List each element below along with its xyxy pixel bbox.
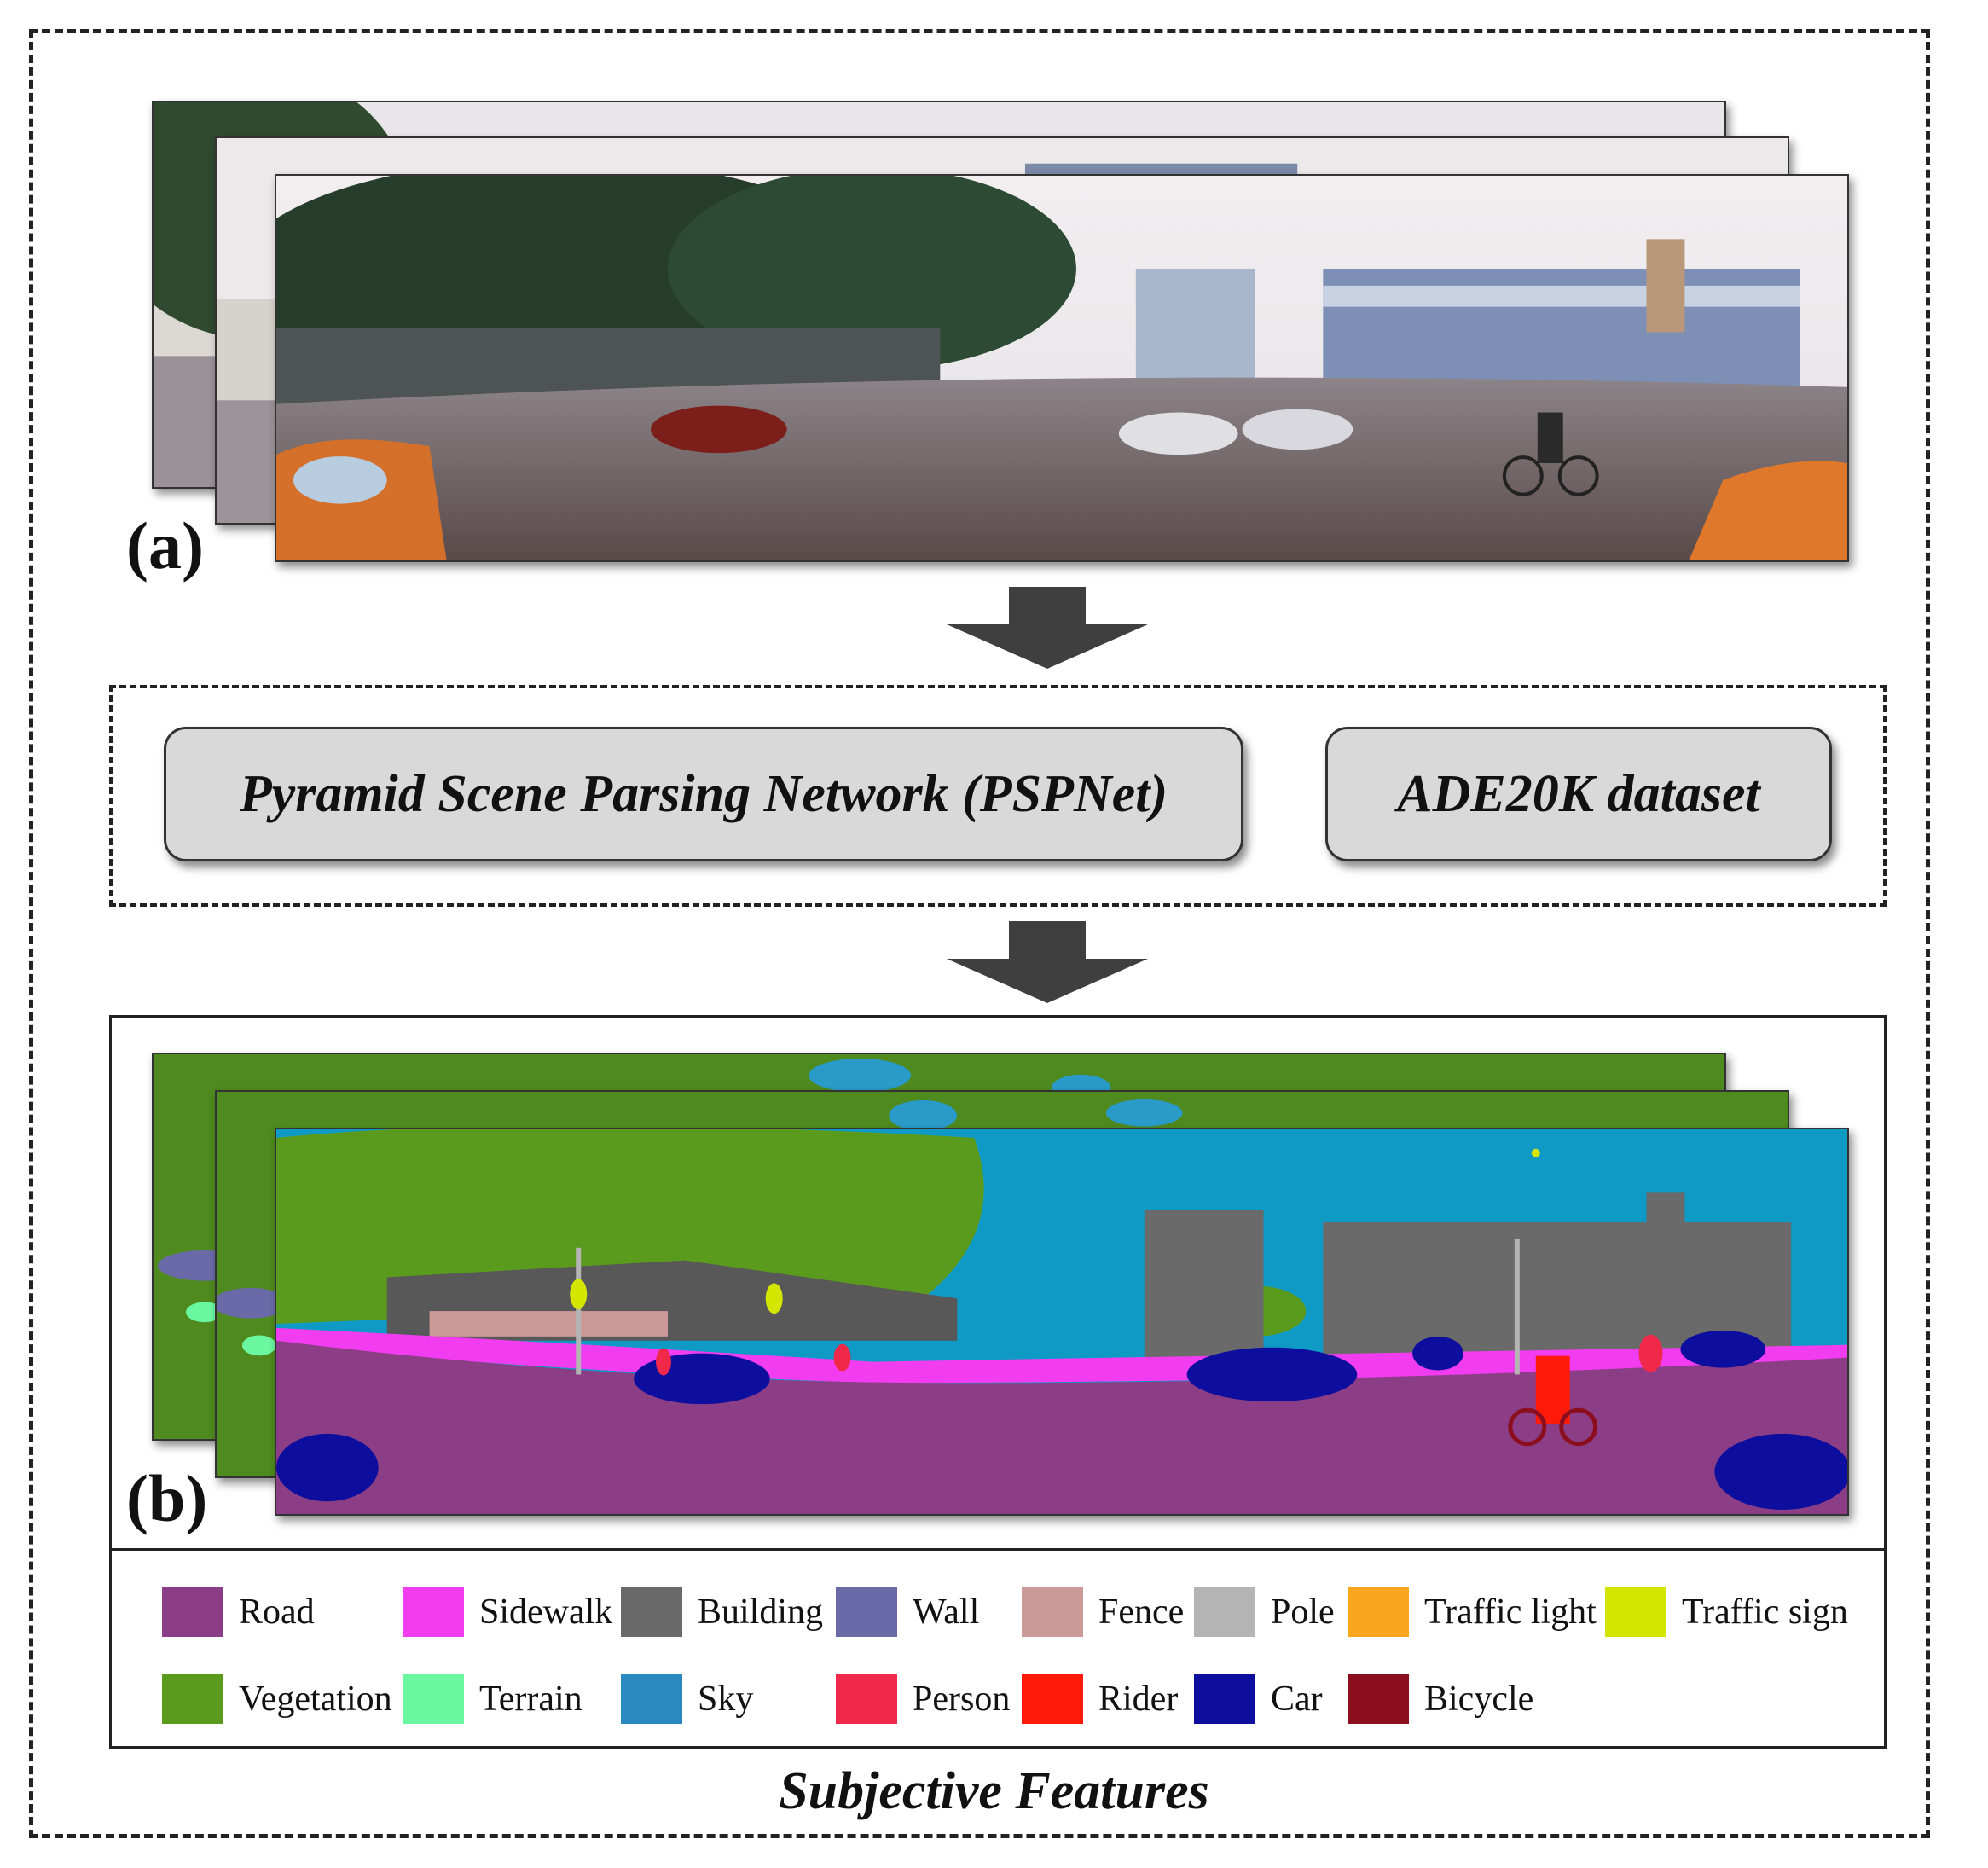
legend-swatch bbox=[621, 1587, 682, 1637]
legend-swatch bbox=[403, 1587, 464, 1637]
down-arrow-icon bbox=[947, 921, 1148, 1003]
legend-label: Terrain bbox=[479, 1679, 582, 1720]
legend-swatch bbox=[836, 1587, 897, 1637]
legend-swatch bbox=[1022, 1587, 1083, 1637]
legend-label: Fence bbox=[1098, 1592, 1184, 1633]
legend-label: Bicycle bbox=[1424, 1679, 1533, 1720]
pspnet-box: Pyramid Scene Parsing Network (PSPNet) bbox=[164, 727, 1243, 861]
legend-item-rider: Rider bbox=[1022, 1669, 1178, 1729]
legend-swatch bbox=[1605, 1587, 1666, 1637]
legend-label: Sidewalk bbox=[479, 1592, 612, 1633]
figure-title: Subjective Features bbox=[0, 1761, 1988, 1822]
legend-swatch bbox=[162, 1587, 223, 1637]
legend-item-traffic-light: Traffic light bbox=[1348, 1582, 1597, 1642]
legend-label: Pole bbox=[1271, 1592, 1335, 1633]
legend-item-sidewalk: Sidewalk bbox=[403, 1582, 612, 1642]
legend-item-person: Person bbox=[836, 1669, 1010, 1729]
legend: Road Sidewalk Building Wall Fence Pole T… bbox=[162, 1582, 1868, 1727]
legend-swatch bbox=[836, 1674, 897, 1724]
legend-item-sky: Sky bbox=[621, 1669, 753, 1729]
legend-swatch bbox=[1194, 1587, 1255, 1637]
legend-label: Traffic light bbox=[1424, 1592, 1597, 1633]
legend-label: Person bbox=[913, 1679, 1010, 1720]
legend-item-pole: Pole bbox=[1194, 1582, 1335, 1642]
legend-swatch bbox=[1348, 1674, 1409, 1724]
legend-item-car: Car bbox=[1194, 1669, 1323, 1729]
legend-swatch bbox=[621, 1674, 682, 1724]
ade20k-dataset-box: ADE20K dataset bbox=[1325, 727, 1832, 861]
legend-item-vegetation: Vegetation bbox=[162, 1669, 392, 1729]
legend-label: Traffic sign bbox=[1682, 1592, 1848, 1633]
legend-label: Rider bbox=[1098, 1679, 1178, 1720]
legend-swatch bbox=[162, 1674, 223, 1724]
legend-swatch bbox=[1022, 1674, 1083, 1724]
legend-label: Building bbox=[698, 1592, 823, 1633]
panel-a-label: (a) bbox=[126, 508, 204, 584]
legend-swatch bbox=[1348, 1587, 1409, 1637]
panorama-photo-front bbox=[275, 174, 1849, 562]
legend-swatch bbox=[1194, 1674, 1255, 1724]
legend-label: Car bbox=[1271, 1679, 1323, 1720]
legend-label: Road bbox=[239, 1592, 315, 1633]
legend-item-building: Building bbox=[621, 1582, 823, 1642]
legend-item-fence: Fence bbox=[1022, 1582, 1184, 1642]
legend-item-road: Road bbox=[162, 1582, 315, 1642]
legend-item-wall: Wall bbox=[836, 1582, 979, 1642]
legend-divider bbox=[109, 1548, 1887, 1551]
legend-item-bicycle: Bicycle bbox=[1348, 1669, 1533, 1729]
legend-label: Wall bbox=[913, 1592, 979, 1633]
legend-label: Sky bbox=[698, 1679, 753, 1720]
legend-item-terrain: Terrain bbox=[403, 1669, 582, 1729]
panel-b-label: (b) bbox=[126, 1460, 207, 1537]
down-arrow-icon bbox=[947, 587, 1148, 669]
legend-swatch bbox=[403, 1674, 464, 1724]
legend-label: Vegetation bbox=[239, 1679, 392, 1720]
legend-item-traffic-sign: Traffic sign bbox=[1605, 1582, 1848, 1642]
segmentation-map-front bbox=[275, 1128, 1849, 1516]
